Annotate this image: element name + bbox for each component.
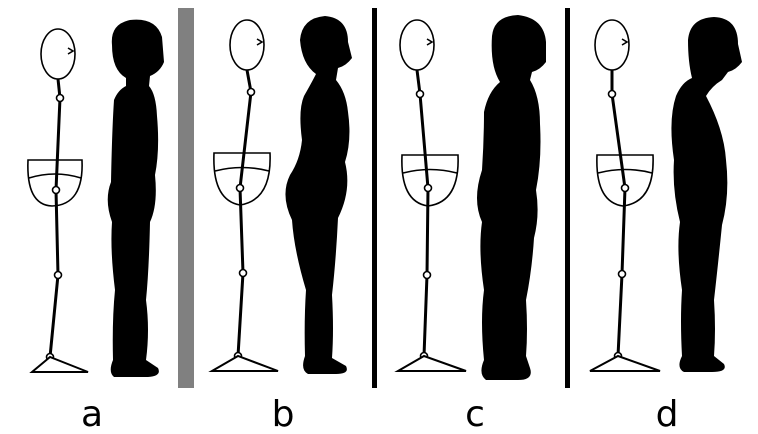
divider-3	[565, 8, 570, 388]
divider-2	[372, 8, 377, 388]
head-circle	[230, 20, 264, 70]
foot-base	[32, 357, 88, 372]
foot-base	[212, 356, 278, 371]
spine-line	[238, 70, 251, 356]
foot-base	[398, 356, 466, 371]
panel-c	[398, 15, 546, 380]
spine-line	[417, 70, 428, 356]
stick-figure-b	[212, 20, 278, 371]
silhouette-d	[671, 17, 742, 372]
silhouette-c	[477, 15, 546, 380]
head-circle	[41, 29, 75, 79]
panel-label-d: d	[656, 394, 679, 434]
head-circle	[400, 20, 434, 70]
stick-figure-d	[590, 20, 660, 371]
spine-line	[612, 70, 625, 356]
foot-base	[590, 356, 660, 371]
stick-figure-c	[398, 20, 466, 371]
panel-label-b: b	[272, 394, 295, 434]
silhouette-a	[108, 20, 164, 377]
divider-1	[178, 8, 194, 388]
panel-b	[212, 16, 352, 374]
pelvis-outline	[402, 155, 458, 206]
panel-label-a: a	[81, 394, 103, 434]
silhouette-b	[285, 16, 352, 374]
stick-figure-a	[28, 29, 88, 372]
panel-d	[590, 17, 742, 372]
panel-a	[28, 20, 164, 377]
spine-line	[50, 79, 60, 357]
panel-label-c: c	[465, 394, 485, 434]
head-circle	[595, 20, 629, 70]
